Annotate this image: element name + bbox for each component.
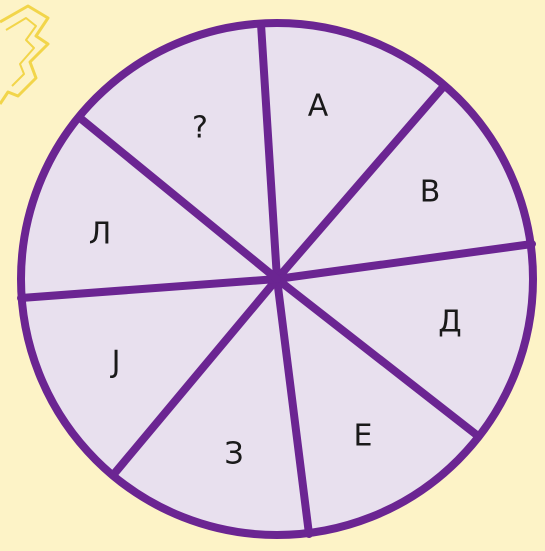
corner-sketch-decoration: [0, 6, 48, 104]
segment-label-question: ?: [192, 111, 208, 146]
segment-label-d: Д: [438, 305, 461, 340]
segment-label-ze: З: [224, 437, 243, 472]
segment-label-b: B: [420, 175, 441, 210]
segment-label-el: Л: [89, 217, 112, 252]
segment-label-e: E: [354, 419, 373, 454]
segment-label-j: J: [110, 345, 121, 380]
segment-label-a: A: [308, 89, 329, 124]
